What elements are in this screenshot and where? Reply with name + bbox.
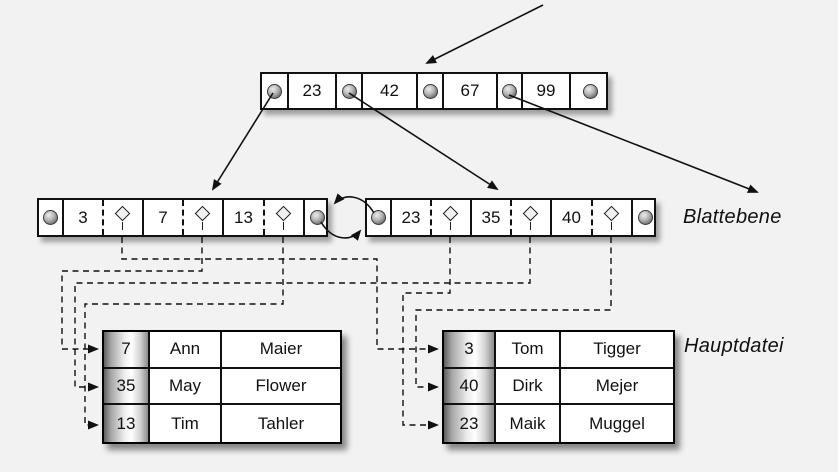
leaf-node-left: 3 7 13: [37, 198, 328, 237]
record-lastname-cell: Tahler: [257, 413, 305, 433]
record-key-cell: 3: [444, 332, 496, 369]
diamond-icon: [603, 205, 620, 222]
record-lastname-cell: Tigger: [561, 332, 673, 369]
leaf-key-cell: 7: [144, 200, 184, 235]
leaf-pointer-cell: [39, 200, 64, 235]
root-key-cell-3: 67: [444, 74, 498, 108]
root-key-cell-4: 99: [523, 74, 571, 108]
record-key-cell: 40: [444, 368, 496, 406]
leaf-pointer-cell: [305, 200, 330, 235]
circle-pointer-icon: [422, 83, 438, 99]
record-pointer-cell: [593, 200, 633, 235]
circle-pointer-icon: [310, 210, 325, 225]
root-pointer-cell-2: [337, 74, 363, 108]
record-key-cell: 35: [104, 368, 150, 406]
diamond-icon: [194, 205, 211, 222]
root-key-cell-1: 23: [289, 74, 337, 108]
record-key-cell: 7: [104, 332, 150, 369]
leaf-key-cell: 35: [472, 200, 512, 235]
diamond-icon: [114, 205, 131, 222]
root-pointer-cell-1: [262, 74, 289, 108]
root-node: 23 42 67 99: [260, 72, 608, 110]
record-pointer-cell: [432, 200, 472, 235]
record-pointer-cell: [512, 200, 552, 235]
leaf-pointer-cell: [367, 200, 392, 235]
root-pointer-cell-3: [418, 74, 444, 108]
record-firstname-cell: Ann: [150, 332, 222, 369]
leaf-key-cell: 13: [224, 200, 265, 235]
record-lastname-cell: Mejer: [561, 369, 673, 406]
diamond-stem: [530, 222, 531, 230]
record-key-cell: 13: [104, 405, 150, 442]
record-pointer-cell: [184, 200, 224, 235]
root-pointer-cell-4: [498, 74, 523, 108]
diamond-icon: [522, 205, 539, 222]
circle-pointer-icon: [583, 83, 598, 99]
arrow-into-root: [425, 4, 544, 64]
leaf-key-cell: 40: [552, 200, 593, 235]
record-key-cell: 23: [444, 405, 496, 442]
record-firstname-cell: Dirk: [496, 368, 561, 406]
leaf-node-right: 23 35 40: [365, 198, 656, 237]
circle-pointer-icon: [267, 83, 282, 99]
main-table-right: 3 Tom Tigger 40 Dirk Mejer 23 Maik Mugge…: [442, 330, 675, 444]
diamond-icon: [442, 205, 459, 222]
record-firstname-cell: Tim: [150, 405, 222, 442]
circle-pointer-icon: [638, 210, 653, 225]
circle-pointer-icon: [43, 210, 58, 225]
diamond-stem: [611, 222, 612, 230]
root-pointer-cell-5: [571, 74, 610, 108]
record-pointer-cell: [265, 200, 305, 235]
label-main-file: Hauptdatei: [684, 335, 784, 357]
leaf-key-cell: 23: [392, 200, 432, 235]
leaf-key-cell: 3: [64, 200, 104, 235]
diamond-stem: [283, 222, 284, 230]
record-lastname-cell: Flower: [222, 369, 340, 406]
record-lastname-cell: Muggel: [589, 413, 645, 433]
record-firstname-cell: Tom: [496, 332, 561, 369]
circle-pointer-icon: [371, 210, 386, 225]
circle-pointer-icon: [341, 83, 357, 99]
diamond-icon: [275, 205, 292, 222]
record-firstname-cell: Maik: [496, 405, 561, 442]
label-leaf-level: Blattebene: [683, 206, 782, 228]
leaf-pointer-cell: [633, 200, 658, 235]
diamond-stem: [450, 222, 451, 230]
main-table-left: 7 Ann Maier 35 May Flower 13 Tim Tahler: [102, 330, 342, 444]
record-firstname-cell: May: [150, 368, 222, 406]
record-lastname-cell: Maier: [222, 332, 340, 369]
circle-pointer-icon: [502, 83, 517, 99]
diamond-stem: [202, 222, 203, 230]
record-pointer-cell: [104, 200, 144, 235]
diamond-stem: [122, 222, 123, 230]
root-key-cell-2: 42: [363, 74, 418, 108]
